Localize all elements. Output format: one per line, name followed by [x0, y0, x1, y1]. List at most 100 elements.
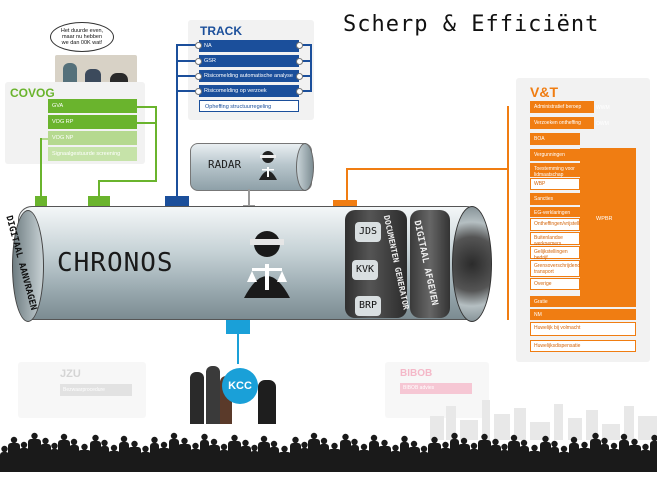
covog-item-vog-np[interactable]: VOG NP: [48, 131, 137, 145]
crowd-person-head: [570, 436, 578, 444]
crowd-person-head: [301, 441, 308, 449]
crowd-person-body: [0, 452, 9, 477]
kcc-connector-block: [226, 320, 250, 334]
crowd-person-body: [328, 449, 341, 477]
track-title: TRACK: [200, 24, 242, 38]
crowd-person-head: [431, 436, 438, 444]
vt-item[interactable]: Grensoverschrijdend transport: [530, 260, 580, 277]
chronos-right-end: [452, 206, 492, 322]
chronos-left-band: [12, 210, 44, 322]
crowd-person-head: [542, 435, 549, 443]
crowd-person-body: [419, 452, 429, 477]
vt-item[interactable]: Ontheffingen/vrijstellingen: [530, 218, 591, 231]
crowd-person-head: [581, 441, 588, 449]
crowd-person-body: [140, 452, 151, 477]
vt-item[interactable]: NM: [530, 309, 636, 320]
kcc-circle[interactable]: KCC: [222, 368, 258, 404]
vt-item[interactable]: Huwelijk bij volmacht: [530, 322, 636, 336]
crowd-person-body: [390, 451, 401, 477]
vt-connector: [346, 168, 348, 202]
jzu-item[interactable]: Bezwaarprocedure: [60, 384, 132, 396]
crowd-person-body: [100, 446, 109, 477]
vt-item[interactable]: Verzoeken ontheffing: [530, 117, 594, 129]
vt-item[interactable]: Huwelijksdispensatie: [530, 340, 636, 352]
crowd-person-body: [590, 439, 601, 477]
vt-item[interactable]: Gelijkstellingen bedrijf: [530, 246, 580, 261]
covog-item-gva[interactable]: GVA: [48, 99, 137, 113]
crowd-person-body: [519, 446, 529, 477]
bibob-title: BIBOB: [400, 368, 433, 379]
track-dot: [195, 42, 202, 49]
crowd-person-body: [90, 441, 101, 477]
crowd-person-body: [128, 447, 141, 477]
covog-connector: [155, 106, 157, 124]
vt-item[interactable]: BOA: [530, 133, 580, 145]
crowd-person-body: [550, 447, 559, 477]
crowd-person-body: [208, 445, 220, 477]
covog-connector: [98, 180, 157, 182]
segment-brp[interactable]: BRP: [355, 296, 381, 316]
crowd-person-body: [478, 440, 491, 477]
track-item-gsr[interactable]: GSR: [199, 55, 299, 67]
crowd-person-body: [108, 451, 120, 477]
crowd-person-body: [28, 439, 41, 477]
vt-item[interactable]: EG-verklaringen: [530, 207, 580, 217]
vt-item[interactable]: Gratie: [530, 296, 636, 307]
vt-item[interactable]: Sancties: [530, 193, 580, 205]
crowd-person-body: [319, 444, 329, 477]
crowd-person-head: [151, 436, 158, 444]
track-item-opheffing[interactable]: Opheffing structuurregeling: [199, 100, 299, 112]
crowd-person-head: [610, 442, 618, 450]
crowd-person-head: [560, 445, 568, 453]
crowd-person-head: [392, 444, 399, 452]
radar-cylinder-end: [296, 143, 314, 191]
track-item-na[interactable]: NA: [199, 40, 299, 52]
vt-item[interactable]: Vergunningen: [530, 149, 580, 161]
segment-kvk[interactable]: KVK: [352, 260, 378, 280]
crowd-person-body: [350, 445, 359, 477]
radar-connector: [248, 189, 250, 209]
covog-item-signaal[interactable]: Signaalgestuurde screening: [48, 147, 137, 161]
covog-connector: [137, 106, 157, 108]
crowd-person-head: [420, 445, 428, 453]
vt-item[interactable]: Administratief beroep: [530, 101, 594, 113]
track-connector: [299, 44, 311, 46]
vt-item[interactable]: WBP: [530, 178, 580, 190]
crowd-person-body: [508, 441, 520, 477]
covog-connector: [155, 122, 157, 182]
bibob-item[interactable]: BIBOB advies: [400, 383, 472, 394]
crowd-person-body: [190, 449, 201, 477]
crowd-person-body: [269, 447, 279, 477]
crowd-person-body: [408, 447, 420, 477]
crowd-person-body: [69, 445, 79, 477]
vt-item[interactable]: Overige: [530, 278, 580, 290]
crowd-person-head: [370, 434, 378, 442]
covog-item-vog-rp[interactable]: VOG RP: [48, 115, 137, 129]
track-dot: [195, 58, 202, 65]
track-connector: [176, 44, 178, 198]
crowd-person-head: [470, 442, 478, 450]
crowd-person-body: [558, 452, 570, 477]
crowd-person-body: [458, 444, 470, 477]
crowd-person-head: [481, 433, 488, 441]
crowd-person-body: [258, 442, 270, 477]
city-skyline: [430, 396, 657, 440]
segment-jds[interactable]: JDS: [355, 222, 381, 242]
crowd-person-head: [170, 432, 178, 440]
vt-item[interactable]: Buitenlandse werknemers: [530, 232, 580, 247]
crowd-person-head: [201, 433, 208, 441]
crowd-person-body: [150, 443, 159, 477]
crowd-person-head: [131, 440, 138, 448]
crowd-person-body: [469, 449, 479, 477]
track-item-risico-auto[interactable]: Risicomelding automatische analyse: [199, 70, 299, 82]
vt-group-wpbr-box: [580, 148, 636, 296]
crowd-person-head: [60, 433, 68, 441]
crowd-person-head: [320, 437, 328, 445]
vt-item[interactable]: Toestemming voor lidmaatschap: [530, 163, 580, 178]
vt-title: V&T: [530, 84, 558, 100]
crowd-person-head: [492, 438, 499, 446]
track-connector: [176, 90, 199, 92]
crowd-person-head: [101, 439, 108, 447]
track-item-risico-verzoek[interactable]: Risicomelding op verzoek: [199, 85, 299, 97]
crowd-person-body: [19, 448, 29, 477]
